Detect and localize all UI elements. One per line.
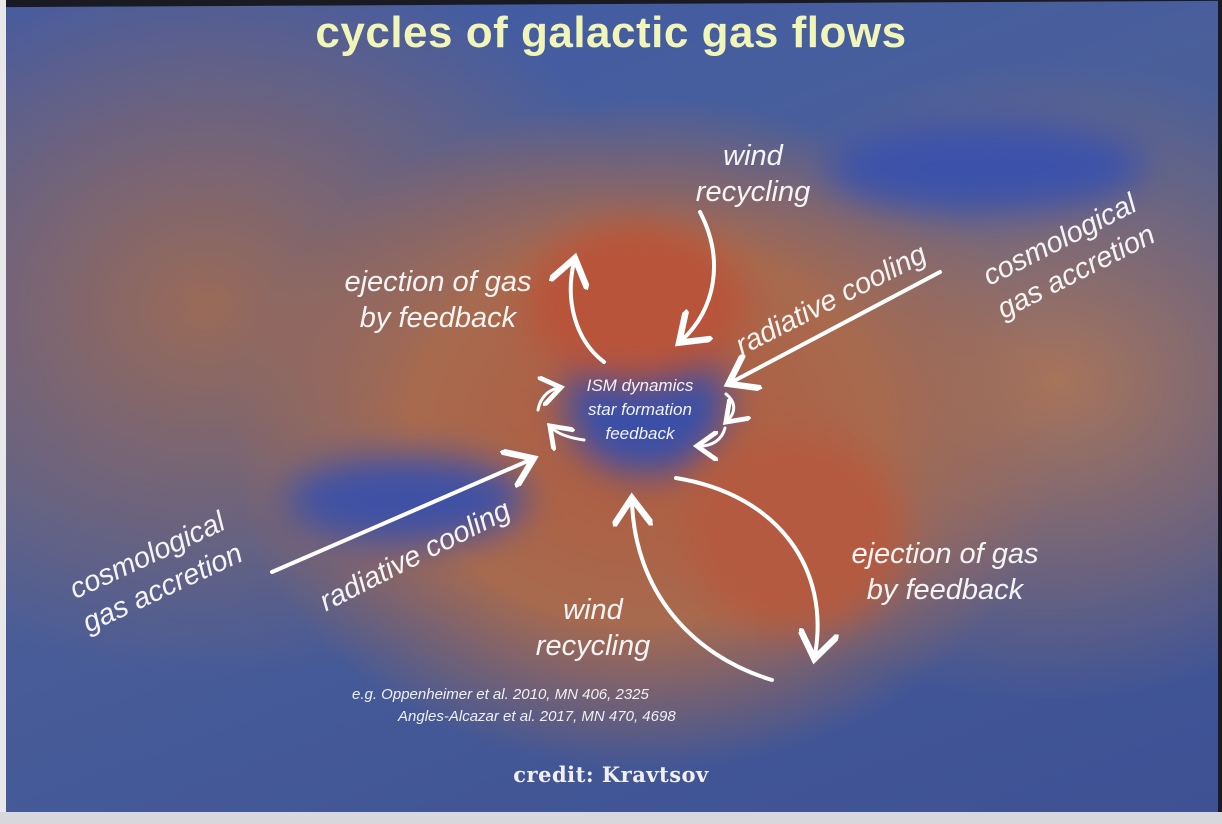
inner-cycle-arrow [536,388,558,412]
inner-cycle-arrow [700,426,727,446]
slide-bottom-edge [0,812,1222,824]
ism-dynamics-text: ISM dynamics [586,376,694,395]
reference-item: Angles-Alcazar et al. 2017, MN 470, 4698 [398,708,676,725]
slide-title: cycles of galactic gas flows [315,8,907,57]
central-processes: ISM dynamics star formation feedback [550,374,730,446]
cosmological-accretion-right-arrow [732,270,942,382]
feedback-text: feedback [605,424,675,443]
ejection-right-label: ejection of gas by feedback [851,538,1039,606]
screen-edge [0,0,6,824]
reference-item: e.g. Oppenheimer et al. 2010, MN 406, 23… [352,686,649,703]
ejection-right-arrow [674,476,818,655]
wind-recycling-bottom-arrow [632,502,774,682]
star-formation-text: star formation [588,400,692,419]
inner-cycle-arrow [552,428,586,440]
ejection-left-arrow [571,262,606,364]
ejection-left-label: ejection of gas by feedback [344,266,532,334]
cosmological-accretion-left-arrow [270,460,530,574]
wind-recycling-top-arrow [682,210,716,340]
image-credit: credit: Kravtsov [513,762,709,787]
references: e.g. Oppenheimer et al. 2010, MN 406, 23… [352,684,676,728]
wind-recycling-top-label: wind recycling [695,140,811,208]
wind-recycling-bottom-label: wind recycling [535,594,651,662]
inner-cycle-arrow [726,392,734,420]
